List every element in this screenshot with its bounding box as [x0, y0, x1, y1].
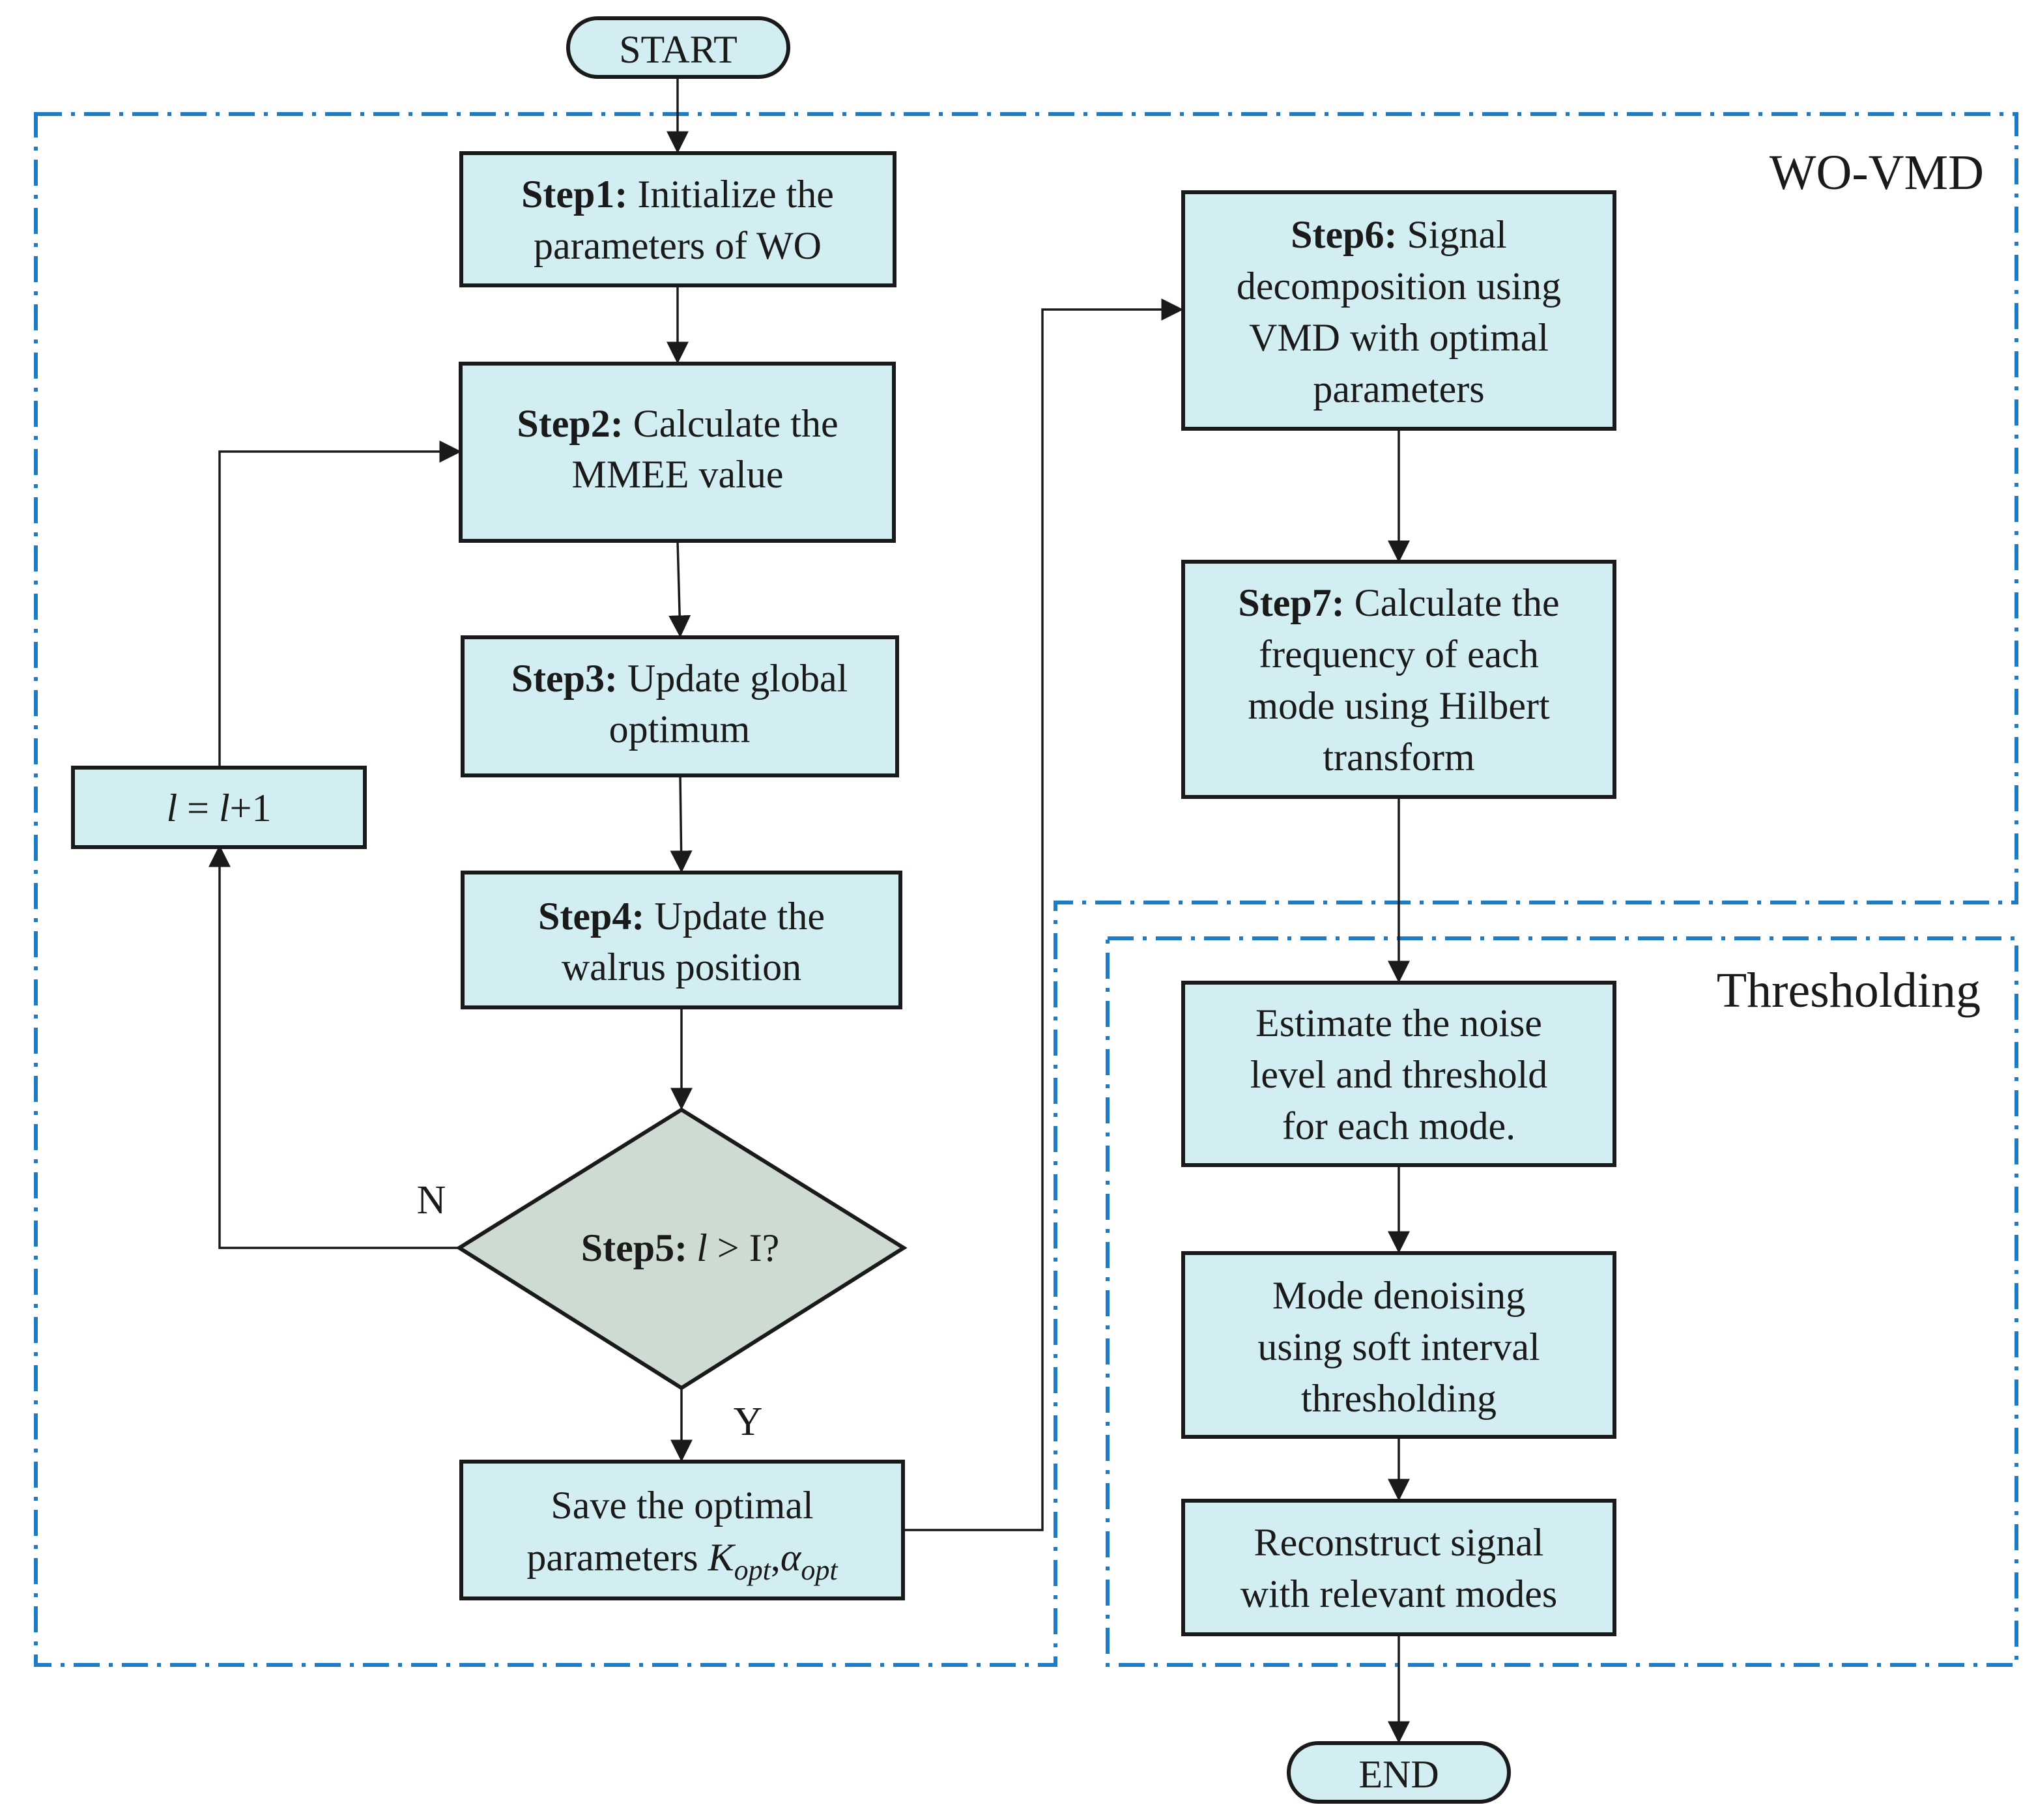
connector-step2-step3: [668, 540, 691, 638]
step6-line2: decomposition using: [1237, 265, 1561, 308]
connector-increment-step2: [218, 441, 462, 766]
denoise-line1: Mode denoising: [1272, 1274, 1525, 1317]
step2-line1: Calculate the: [624, 402, 839, 445]
step3-line2: optimum: [609, 708, 751, 751]
step6-line4: parameters: [1313, 368, 1484, 411]
save-k-symbol: K: [708, 1536, 736, 1579]
save-k-subscript: opt: [734, 1554, 772, 1586]
save-line2: parameters: [526, 1536, 708, 1579]
wovmd-region-border: [34, 112, 2018, 1667]
step1-line2: parameters of WO: [534, 224, 822, 267]
step4-text-line1: Step4: Update the: [538, 895, 825, 938]
denoise-line2: using soft interval: [1257, 1325, 1540, 1368]
step7-line2: frequency of each: [1259, 633, 1539, 676]
step1-line1: Initialize the: [627, 173, 834, 216]
step4-line1: Update the: [644, 895, 825, 938]
step4-line2: walrus position: [562, 946, 801, 989]
estimate-line3: for each mode.: [1282, 1105, 1515, 1148]
step6-label: Step6:: [1291, 213, 1397, 256]
save-separator: ,: [771, 1536, 781, 1579]
reconstruct-line1: Reconstruct signal: [1254, 1521, 1544, 1564]
connector-save-step6: [903, 298, 1184, 1531]
step1-text-line1: Step1: Initialize the: [521, 173, 834, 216]
step7-line1: Calculate the: [1345, 581, 1560, 624]
increment-var2: l: [219, 787, 230, 830]
increment-rest: +1: [230, 787, 272, 830]
step3-box: Step3: Update global optimum: [461, 635, 899, 777]
step7-label: Step7:: [1238, 581, 1344, 624]
step6-text-line1: Step6: Signal: [1291, 213, 1507, 256]
increment-var: l: [166, 787, 177, 830]
reconstruct-box: Reconstruct signal with relevant modes: [1181, 1499, 1616, 1636]
connectors: [208, 77, 1410, 1744]
save-text-line2: parameters Kopt,αopt: [526, 1536, 839, 1586]
connector-step5-increment: [208, 845, 459, 1249]
step3-label: Step3:: [511, 657, 618, 700]
save-alpha-subscript: opt: [801, 1554, 839, 1586]
step7-line3: mode using Hilbert: [1248, 684, 1550, 727]
step5-var: l: [696, 1226, 708, 1269]
step7-box: Step7: Calculate the frequency of each m…: [1181, 560, 1616, 799]
connector-step3-step4: [670, 775, 693, 873]
save-alpha-symbol: α: [781, 1536, 802, 1579]
step3-line1: Update global: [618, 657, 848, 700]
step5-rest: > I?: [708, 1226, 779, 1269]
decision-no-label: N: [417, 1178, 446, 1222]
end-terminal: END: [1287, 1741, 1511, 1804]
estimate-noise-box: Estimate the noise level and threshold f…: [1181, 981, 1616, 1167]
step4-label: Step4:: [538, 895, 644, 938]
step7-text-line1: Step7: Calculate the: [1238, 581, 1559, 624]
reconstruct-line2: with relevant modes: [1240, 1572, 1558, 1615]
step6-line1: Signal: [1398, 213, 1507, 256]
step7-line4: transform: [1323, 736, 1474, 779]
step4-box: Step4: Update the walrus position: [461, 871, 902, 1009]
start-label: START: [619, 28, 738, 71]
step2-label: Step2:: [517, 402, 623, 445]
increment-text: l = l+1: [166, 787, 271, 830]
denoise-line3: thresholding: [1301, 1377, 1497, 1420]
start-terminal: START: [566, 16, 790, 79]
step1-label: Step1:: [521, 173, 627, 216]
step3-text-line1: Step3: Update global: [511, 657, 848, 700]
mode-denoising-box: Mode denoising using soft interval thres…: [1181, 1251, 1616, 1439]
save-box: Save the optimal parameters Kopt,αopt: [459, 1460, 905, 1600]
estimate-line2: level and threshold: [1250, 1053, 1548, 1096]
step5-label: Step5:: [581, 1226, 687, 1269]
step1-box: Step1: Initialize the parameters of WO: [459, 151, 896, 287]
end-label: END: [1358, 1753, 1439, 1796]
step2-text-line1: Step2: Calculate the: [517, 402, 838, 445]
increment-mid: =: [177, 787, 219, 830]
thresholding-region-border: [1106, 936, 2018, 1667]
step6-line3: VMD with optimal: [1249, 316, 1549, 359]
wovmd-region-title: WO-VMD: [1770, 145, 1984, 200]
save-line1: Save the optimal: [551, 1484, 813, 1527]
thresholding-region-title: Thresholding: [1717, 963, 1981, 1018]
step5-text: Step5:l > I?: [581, 1226, 779, 1269]
step2-box: Step2: Calculate the MMEE value: [459, 362, 896, 543]
step6-box: Step6: Signal decomposition using VMD wi…: [1181, 190, 1616, 431]
increment-box: l = l+1: [71, 766, 367, 849]
estimate-line1: Estimate the noise: [1255, 1002, 1542, 1045]
step2-line2: MMEE value: [572, 453, 784, 496]
decision-yes-label: Y: [734, 1400, 763, 1444]
step5-decision: Step5:l > I?: [455, 1107, 908, 1391]
